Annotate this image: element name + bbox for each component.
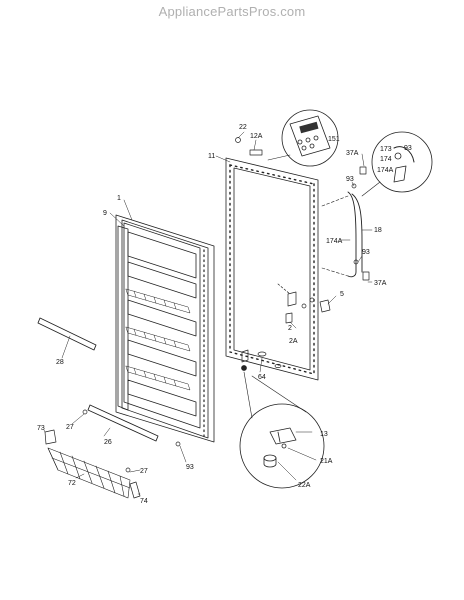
callout-173: 173 xyxy=(380,146,392,153)
callout-2: 2 xyxy=(288,325,292,332)
callout-1: 1 xyxy=(117,195,121,202)
cabinet-frame xyxy=(225,157,319,381)
handle-detail-zoom xyxy=(361,131,433,197)
leveling-leg-zoom xyxy=(239,371,325,489)
callout-27-a: 27 xyxy=(66,424,74,431)
callout-37a-top: 37A xyxy=(346,150,359,157)
control-panel-zoom xyxy=(267,109,339,167)
callout-5: 5 xyxy=(340,291,344,298)
callout-22a: 22A xyxy=(298,482,311,489)
callout-26: 26 xyxy=(104,439,112,446)
callout-151: 151 xyxy=(328,136,340,143)
watermark: AppliancePartsPros.com xyxy=(158,4,306,19)
door-bar-26 xyxy=(87,404,159,442)
callout-21a: 21A xyxy=(320,458,333,465)
leader-lines xyxy=(43,131,373,495)
callout-13: 13 xyxy=(320,431,328,438)
callout-37a-bottom: 37A xyxy=(374,280,387,287)
door-bar-28 xyxy=(37,317,97,351)
callout-2a: 2A xyxy=(289,338,298,345)
callout-174a-right: 174A xyxy=(377,167,394,174)
handle-18 xyxy=(321,191,363,278)
basket-72 xyxy=(47,447,131,499)
callout-93-c: 93 xyxy=(362,249,370,256)
callout-22: 22 xyxy=(239,124,247,131)
callout-74: 74 xyxy=(140,498,148,505)
callout-28: 28 xyxy=(56,359,64,366)
callout-73: 73 xyxy=(37,425,45,432)
callout-93-a: 93 xyxy=(346,176,354,183)
callout-labels: 1 9 11 22 12A 151 37A 93 173 93 174 174A… xyxy=(37,124,412,505)
callout-18: 18 xyxy=(374,227,382,234)
callout-93-d: 93 xyxy=(186,464,194,471)
callout-174: 174 xyxy=(380,156,392,163)
callout-11: 11 xyxy=(208,153,215,160)
callout-27-b: 27 xyxy=(140,468,148,475)
small-hardware xyxy=(44,137,370,499)
callout-9: 9 xyxy=(103,210,107,217)
callout-12a: 12A xyxy=(250,133,263,140)
callout-72: 72 xyxy=(68,480,76,487)
callout-93-b: 93 xyxy=(404,145,412,152)
callout-174a-left: 174A xyxy=(326,238,343,245)
door-liner xyxy=(115,214,215,443)
callout-64: 64 xyxy=(258,374,266,381)
